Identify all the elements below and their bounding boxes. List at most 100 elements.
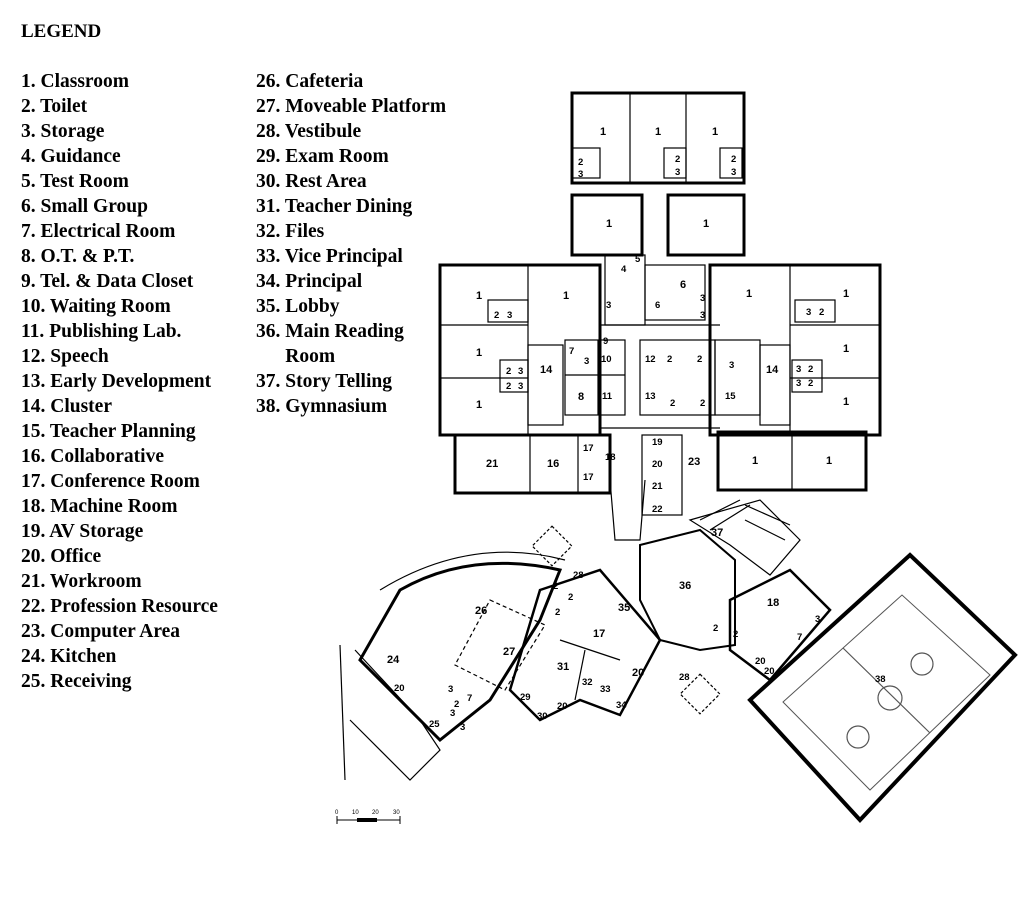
vestibule xyxy=(679,673,721,715)
legend-number: 30. xyxy=(256,171,281,192)
room-label: 20 xyxy=(394,683,405,694)
legend-item: 34. Principal xyxy=(256,271,446,296)
room-label: 1 xyxy=(600,126,606,138)
legend-label: Main Reading Room xyxy=(285,321,404,367)
room-label: 1 xyxy=(843,288,849,300)
scale-tick-label: 10 xyxy=(352,810,359,816)
plan-walls xyxy=(339,91,1018,823)
room-label: 10 xyxy=(601,354,612,365)
room-label: 20 xyxy=(755,656,766,667)
room-label: 23 xyxy=(688,456,700,468)
room-label: 2 xyxy=(667,354,672,365)
legend-item: 27. Moveable Platform xyxy=(256,96,446,121)
north-wing-outline xyxy=(570,91,746,185)
legend-label: Story Telling xyxy=(285,371,392,392)
small-group-block xyxy=(644,264,706,321)
classroom-block xyxy=(666,193,746,257)
story-telling-outline xyxy=(688,499,801,576)
legend-number: 21. xyxy=(21,571,46,592)
vestibule xyxy=(531,525,573,567)
room-label: 8 xyxy=(578,391,584,403)
legend-number: 24. xyxy=(21,646,46,667)
room-label: 1 xyxy=(606,218,612,230)
legend-item: 2. Toilet xyxy=(21,96,218,121)
legend-item: 20. Office xyxy=(21,546,218,571)
legend-item: 18. Machine Room xyxy=(21,496,218,521)
legend-label: Waiting Room xyxy=(49,296,171,317)
legend-label: Gymnasium xyxy=(285,396,388,417)
legend-number: 31. xyxy=(256,196,281,217)
room-label: 21 xyxy=(652,481,663,492)
legend-item: 5. Test Room xyxy=(21,171,218,196)
room-label: 30 xyxy=(537,711,548,722)
toilet-block xyxy=(499,359,529,393)
legend-label: Cafeteria xyxy=(285,71,364,92)
scale-tick-label: 30 xyxy=(393,810,400,816)
room-label: 7 xyxy=(797,632,802,643)
legend-number: 15. xyxy=(21,421,46,442)
room-label: 33 xyxy=(600,684,611,695)
gymnasium-outline xyxy=(747,552,1018,823)
room-label: 3 xyxy=(460,722,465,733)
legend-label: Files xyxy=(285,221,325,242)
legend-label: AV Storage xyxy=(49,521,144,542)
gym-court xyxy=(782,594,991,791)
room-label: 7 xyxy=(467,693,472,704)
room-label: 4 xyxy=(621,264,627,275)
legend-item: 26. Cafeteria xyxy=(256,71,446,96)
legend-number: 16. xyxy=(21,446,46,467)
legend-number: 19. xyxy=(21,521,46,542)
room-label: 3 xyxy=(450,708,455,719)
room-label: 2 xyxy=(454,699,459,710)
scale-bar-segment xyxy=(357,818,377,822)
room-label: 20 xyxy=(632,667,644,679)
legend-label: Cluster xyxy=(50,396,112,417)
room-label: 2 xyxy=(553,581,558,592)
room-label: 3 xyxy=(700,293,705,304)
moveable-platform-outline xyxy=(454,599,546,691)
legend-number: 33. xyxy=(256,246,281,267)
cafeteria-outline xyxy=(358,561,563,743)
legend-number: 8. xyxy=(21,246,36,267)
kitchen-receiving xyxy=(349,649,441,781)
room-label: 37 xyxy=(711,527,723,539)
legend-number: 7. xyxy=(21,221,36,242)
legend-item: 4. Guidance xyxy=(21,146,218,171)
legend-label: Teacher Dining xyxy=(284,196,413,217)
room-label: 3 xyxy=(731,167,736,178)
legend-label: Electrical Room xyxy=(40,221,176,242)
legend-label: Collaborative xyxy=(50,446,164,467)
legend-number: 9. xyxy=(21,271,36,292)
legend-item: 17. Conference Room xyxy=(21,471,218,496)
legend-number: 38. xyxy=(256,396,281,417)
legend-item: 14. Cluster xyxy=(21,396,218,421)
room-label: 20 xyxy=(764,666,775,677)
legend-item: 11. Publishing Lab. xyxy=(21,321,218,346)
legend-label: Toilet xyxy=(40,96,88,117)
legend-number: 18. xyxy=(21,496,46,517)
room-label: 34 xyxy=(616,700,627,711)
room-label: 26 xyxy=(475,605,487,617)
legend-number: 13. xyxy=(21,371,46,392)
room-label: 2 xyxy=(675,154,680,165)
south-west-row xyxy=(453,433,612,495)
room-label: 3 xyxy=(606,300,611,311)
room-label: 2 xyxy=(731,154,736,165)
room-label: 1 xyxy=(563,290,569,302)
cluster-area xyxy=(759,344,791,426)
room-label: 6 xyxy=(680,279,686,291)
legend-column-right: 26. Cafeteria 27. Moveable Platform 28. … xyxy=(256,71,446,421)
legend-label: Receiving xyxy=(50,671,132,692)
legend-label: Test Room xyxy=(40,171,129,192)
room-label: 38 xyxy=(875,674,886,685)
room-label: 18 xyxy=(767,597,779,609)
room-label: 1 xyxy=(712,126,718,138)
room-label: 1 xyxy=(746,288,752,300)
legend-item: 29. Exam Room xyxy=(256,146,446,171)
room-label: 1 xyxy=(476,290,482,302)
east-wing-outline xyxy=(708,263,882,437)
legend-label: Vice Principal xyxy=(284,246,403,267)
legend-item: 10. Waiting Room xyxy=(21,296,218,321)
toilet-block xyxy=(791,359,823,393)
